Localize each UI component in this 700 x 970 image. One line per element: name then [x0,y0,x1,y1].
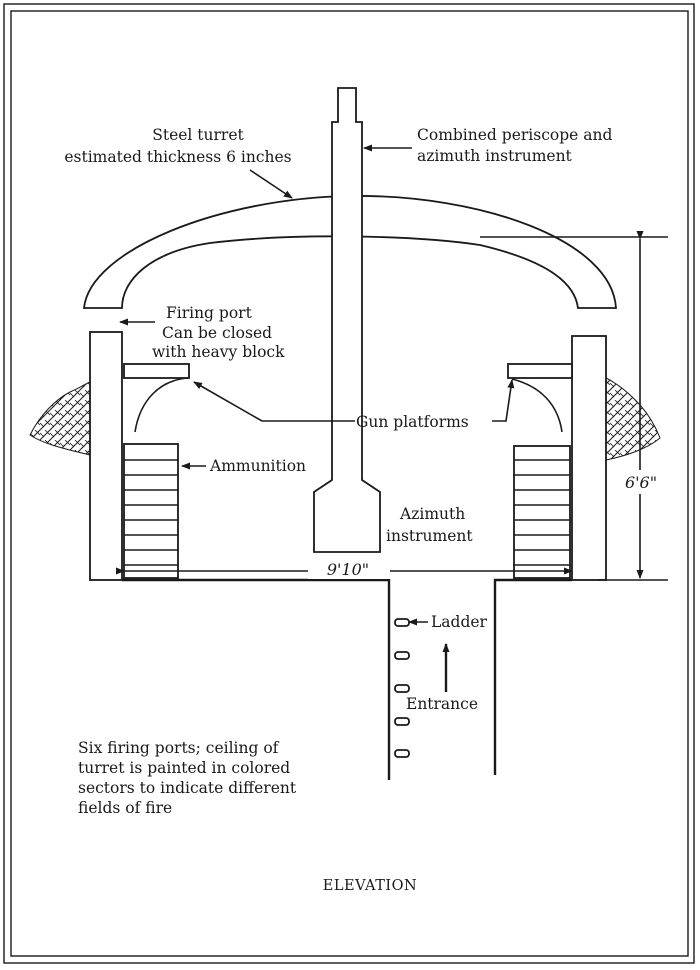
platform-arc-left [134,377,189,433]
label-steel-turret-1: Steel turret [152,126,244,144]
note-line-2: turret is painted in colored [78,759,290,777]
label-periscope-2: azimuth instrument [417,147,573,165]
outer-frame [3,3,695,964]
label-entrance: Entrance [406,695,478,713]
leader-gun-platform-left [193,381,355,422]
steel-turret [82,195,617,309]
platform-arc-right [511,378,563,433]
periscope [313,87,381,553]
wall-right [571,335,607,581]
ammo-rack-left [123,443,179,579]
wall-left [89,331,123,581]
leader-steel-turret [249,169,293,199]
label-azimuth-2: instrument [386,527,473,545]
label-steel-turret-2: estimated thickness 6 inches [64,148,291,166]
floor-left-shaft [122,578,391,780]
label-periscope-1: Combined periscope and [417,126,612,144]
label-firing-port-2: Can be closed [162,324,272,342]
ladder-rungs [394,618,410,758]
label-azimuth-1: Azimuth [399,505,465,523]
earth-left [29,381,91,456]
width-dimension: 9'10" [327,560,369,579]
gun-platform-left [123,363,190,379]
height-dim-mask [618,470,664,494]
note-line-1: Six firing ports; ceiling of [78,739,280,757]
label-ammunition: Ammunition [209,457,306,475]
earth-right [605,377,661,461]
label-firing-port-1: Firing port [166,304,253,322]
caption-elevation: ELEVATION [323,878,417,894]
floor-right-shaft [493,578,572,775]
note-line-3: sectors to indicate different [78,779,297,797]
label-ladder: Ladder [431,613,488,631]
inner-frame [10,10,689,957]
label-firing-port-3: with heavy block [152,343,285,361]
label-gun-platforms: Gun platforms [356,413,469,431]
leader-gun-platform-right [492,379,515,422]
height-dimension: 6'6" [625,473,657,492]
ammo-rack-right [513,445,571,579]
width-dim-mask [308,559,390,579]
note-line-4: fields of fire [78,799,172,817]
gun-platform-right [507,363,573,379]
